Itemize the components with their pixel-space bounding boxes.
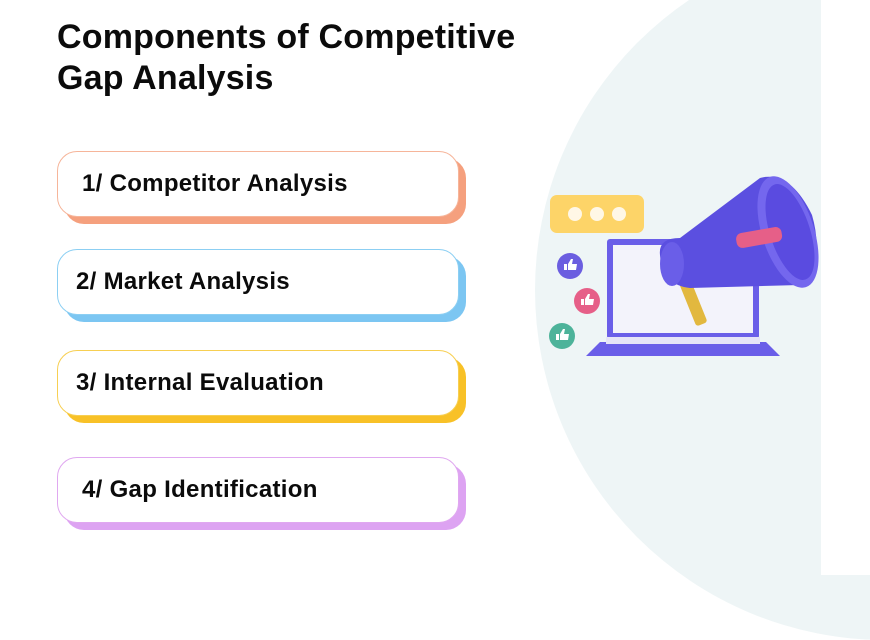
like-icon-green [549, 323, 575, 349]
component-card-gap-identification: 4/ Gap Identification [57, 457, 459, 523]
title-line-1: Components of Competitive [57, 18, 516, 56]
like-icon-purple [557, 253, 583, 279]
megaphone-laptop-illustration [549, 176, 819, 356]
card-label: 2/ Market Analysis [76, 268, 290, 295]
component-card-competitor-analysis: 1/ Competitor Analysis [57, 151, 459, 217]
card-label: 3/ Internal Evaluation [76, 369, 324, 396]
chat-bubble-icon [550, 195, 644, 233]
card-label: 4/ Gap Identification [82, 476, 318, 503]
component-card-market-analysis: 2/ Market Analysis [57, 249, 459, 315]
card-label: 1/ Competitor Analysis [82, 170, 348, 197]
title-line-2: Gap Analysis [57, 59, 274, 97]
like-icon-pink [574, 288, 600, 314]
megaphone-icon [659, 176, 819, 326]
component-card-internal-evaluation: 3/ Internal Evaluation [57, 350, 459, 416]
background-margin [821, 0, 870, 575]
